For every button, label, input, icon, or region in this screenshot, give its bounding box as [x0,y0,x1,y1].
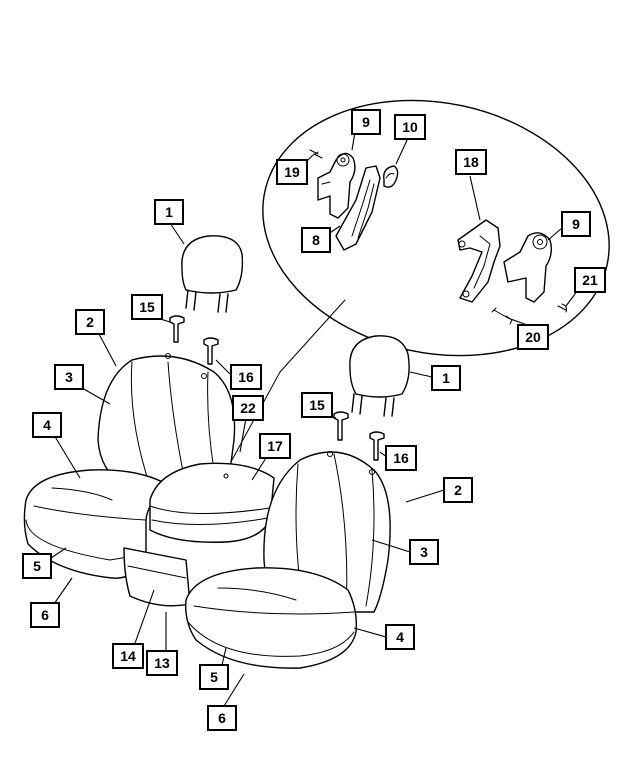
svg-text:1: 1 [165,204,173,220]
svg-text:6: 6 [41,607,49,623]
svg-text:16: 16 [393,450,409,466]
callout-4: 4 [32,412,62,438]
svg-text:18: 18 [463,154,479,170]
callout-6: 6 [30,602,60,628]
callout-5: 5 [199,664,229,690]
svg-text:21: 21 [582,272,598,288]
svg-text:14: 14 [120,648,136,664]
svg-text:4: 4 [396,629,404,645]
svg-text:20: 20 [525,329,541,345]
svg-text:15: 15 [309,397,325,413]
svg-text:5: 5 [210,669,218,685]
callout-8: 8 [301,227,331,253]
svg-text:2: 2 [86,314,94,330]
callout-6: 6 [207,705,237,731]
screw-21 [557,303,567,313]
svg-text:2: 2 [454,482,462,498]
seat-track-frame [457,219,501,303]
headrest-left [181,235,244,313]
svg-text:19: 19 [284,164,300,180]
svg-text:6: 6 [218,710,226,726]
callout-3: 3 [409,539,439,565]
callout-18: 18 [455,149,487,175]
recliner-cover [383,165,399,188]
callout-15: 15 [131,294,163,320]
svg-text:10: 10 [402,119,418,135]
headrest-guide-left-15 [169,315,185,343]
headrest-guide-right-16 [369,431,385,461]
callout-1: 1 [154,199,184,225]
seat-cushion-right [185,567,358,669]
callout-16: 16 [230,364,262,390]
headrest-right [349,335,410,417]
callout-2: 2 [443,477,473,503]
callout-21: 21 [574,267,606,293]
callout-3: 3 [54,364,84,390]
detail-inset [231,99,610,461]
svg-text:4: 4 [43,417,51,433]
recliner-mechanism [335,165,381,251]
svg-text:3: 3 [420,544,428,560]
svg-text:5: 5 [33,558,41,574]
svg-text:13: 13 [154,655,170,671]
callout-19: 19 [276,159,308,185]
headrest-guide-left-16 [203,337,219,365]
leader-lines [47,131,579,707]
svg-text:1: 1 [442,370,450,386]
callout-20: 20 [517,324,549,350]
recliner-hinge-bracket-lower [503,232,553,303]
svg-text:15: 15 [139,299,155,315]
callout-1: 1 [431,365,461,391]
callout-14: 14 [112,643,144,669]
center-seat-base [123,547,191,607]
svg-text:16: 16 [238,369,254,385]
bolt-19 [309,149,323,159]
callout-5: 5 [22,553,52,579]
callout-9: 9 [351,109,381,135]
callout-9: 9 [561,211,591,237]
callout-17: 17 [259,433,291,459]
svg-text:9: 9 [362,114,370,130]
callout-16: 16 [385,445,417,471]
bolt-20 [491,307,513,325]
callout-15: 15 [301,392,333,418]
svg-text:8: 8 [312,232,320,248]
callout-10: 10 [394,114,426,140]
svg-text:9: 9 [572,216,580,232]
headrest-guide-right-15 [333,411,349,441]
svg-text:3: 3 [65,369,73,385]
recliner-hinge-bracket-upper [317,152,356,219]
callout-4: 4 [385,624,415,650]
callout-22: 22 [232,395,264,421]
svg-text:22: 22 [240,400,256,416]
callout-2: 2 [75,309,105,335]
svg-text:17: 17 [267,438,283,454]
callout-13: 13 [146,650,178,676]
